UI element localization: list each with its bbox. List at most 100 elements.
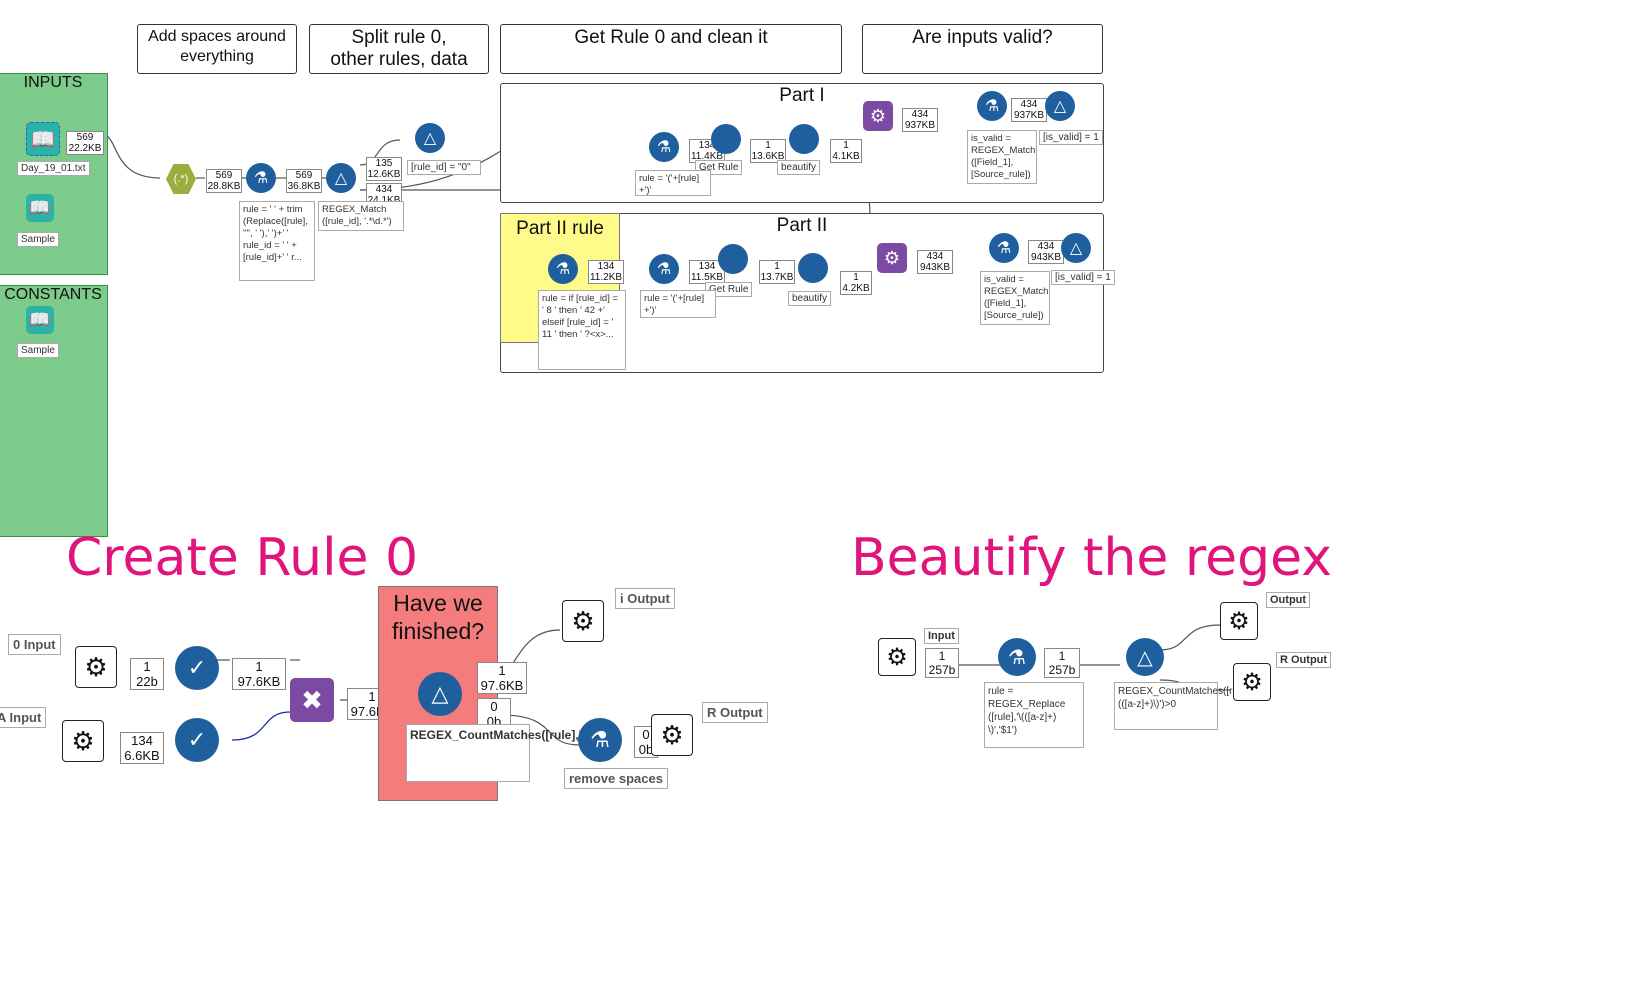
size: 4.1KB bbox=[832, 151, 860, 162]
part1-formula-tool[interactable]: ⚗ bbox=[649, 132, 679, 162]
part2-get-rule-macro[interactable] bbox=[718, 244, 748, 274]
part1-beautify-macro[interactable] bbox=[789, 124, 819, 154]
part2-valid-filter-tool[interactable]: △ bbox=[1061, 233, 1091, 263]
count: 1 bbox=[255, 659, 263, 674]
count-box-2: 569 36.8KB bbox=[286, 169, 322, 193]
inputs-container-title: INPUTS bbox=[23, 74, 83, 91]
part1-valid-filter-tool[interactable]: △ bbox=[1045, 91, 1075, 121]
size: 97.6KB bbox=[480, 678, 524, 693]
filter-annotation-split: REGEX_Match ([rule_id], '.*\d.*') bbox=[318, 201, 404, 231]
part2-rule-title: Part II rule bbox=[516, 218, 604, 239]
constants-container[interactable]: CONSTANTS bbox=[0, 285, 108, 537]
part1-title: Part I bbox=[779, 85, 825, 106]
remove-spaces-formula-tool[interactable]: ⚗ bbox=[578, 718, 622, 762]
flask-icon: ⚗ bbox=[984, 98, 1000, 115]
size: 13.7KB bbox=[760, 272, 794, 283]
book-icon: 📖 bbox=[29, 310, 51, 329]
part1-valid-formula-tool[interactable]: ⚗ bbox=[977, 91, 1007, 121]
filter-icon: △ bbox=[1069, 240, 1083, 257]
part2-rule-formula-tool[interactable]: ⚗ bbox=[548, 254, 578, 284]
beautify-r-output-label: R Output bbox=[1276, 652, 1332, 668]
macro-input-icon: ⚙ bbox=[886, 643, 908, 671]
count: 135 bbox=[375, 158, 393, 169]
part1-get-rule-macro[interactable] bbox=[711, 124, 741, 154]
filter-icon: △ bbox=[334, 170, 348, 187]
i-output-tool[interactable]: ⚙ bbox=[562, 600, 604, 642]
size: 943KB bbox=[1030, 252, 1062, 263]
check-icon: ✓ bbox=[187, 655, 207, 680]
rule0-select-tool-1[interactable]: ✓ bbox=[175, 646, 219, 690]
formula-tool-spaces[interactable]: ⚗ bbox=[246, 163, 276, 193]
filter-icon: △ bbox=[431, 681, 449, 706]
count: 1 bbox=[1058, 649, 1066, 663]
rule0-count-filter-annotation: REGEX_CountMatches([rule],'\d')>0 bbox=[406, 724, 613, 782]
count: 1 bbox=[765, 140, 771, 151]
flask-icon: ⚗ bbox=[253, 170, 269, 187]
size: 11.5KB bbox=[690, 272, 724, 283]
r-output-tool[interactable]: ⚙ bbox=[651, 714, 693, 756]
append-icon: ✖ bbox=[301, 684, 323, 715]
rule0-select-tool-2[interactable]: ✓ bbox=[175, 718, 219, 762]
beautify-output-tool[interactable]: ⚙ bbox=[1220, 602, 1258, 640]
remove-spaces-label: remove spaces bbox=[564, 768, 668, 789]
part1-rule-annotation: rule = '('+[rule] +')' bbox=[635, 170, 711, 196]
size: 6.6KB bbox=[124, 748, 160, 763]
gears-icon: ⚙ bbox=[869, 105, 887, 126]
beautify-input-tool[interactable]: ⚙ bbox=[878, 638, 916, 676]
regex-tool[interactable]: (.*) bbox=[166, 164, 196, 194]
macro-input-0-tool[interactable]: ⚙ bbox=[75, 646, 117, 688]
count: 1 bbox=[853, 272, 859, 283]
filter-annotation-rule0: [rule_id] = "0" bbox=[407, 160, 481, 175]
flask-icon: ⚗ bbox=[656, 139, 672, 156]
sample-label-1: Sample bbox=[17, 232, 59, 247]
flask-icon: ⚗ bbox=[996, 240, 1012, 257]
filter-tool-split[interactable]: △ bbox=[326, 163, 356, 193]
input-file-tool[interactable]: 📖 bbox=[26, 122, 60, 156]
part1-batch-macro[interactable]: ⚙ bbox=[863, 101, 893, 131]
rule0-count-filter-tool[interactable]: △ bbox=[418, 672, 462, 716]
macro-output-icon: ⚙ bbox=[1228, 607, 1250, 635]
macro-output-icon: ⚙ bbox=[660, 719, 684, 750]
macro-input-icon: ⚙ bbox=[71, 725, 95, 756]
input-file-record-count: 569 22.2KB bbox=[66, 131, 104, 155]
count: 0 bbox=[490, 699, 498, 714]
part2-beautify-macro[interactable] bbox=[798, 253, 828, 283]
beautify-count-filter-annotation: REGEX_CountMatches([rule],'\(([a-z]+)\)'… bbox=[1114, 682, 1256, 730]
regex-icon: (.*) bbox=[173, 173, 189, 185]
beautify-replace-tool[interactable]: ⚗ bbox=[998, 638, 1036, 676]
part2-batch-macro[interactable]: ⚙ bbox=[877, 243, 907, 273]
input-file-count: 569 bbox=[76, 132, 94, 143]
sample-tool-2[interactable]: 📖 bbox=[26, 306, 54, 334]
have-finished-title: Have we finished? bbox=[391, 590, 485, 644]
comment-add-spaces: Add spaces around everything bbox=[137, 24, 297, 74]
sample-tool-1[interactable]: 📖 bbox=[26, 194, 54, 222]
count: 134 bbox=[698, 261, 716, 272]
size: 4.2KB bbox=[842, 283, 870, 294]
count: 569 bbox=[215, 170, 233, 181]
beautify-count-filter-tool[interactable]: △ bbox=[1126, 638, 1164, 676]
count: 569 bbox=[295, 170, 313, 181]
part2-rule-if-annotation: rule = if [rule_id] = ' 8 ' then ' 42 +'… bbox=[538, 290, 626, 370]
part2-formula-tool[interactable]: ⚗ bbox=[649, 254, 679, 284]
filter-tool-rule0[interactable]: △ bbox=[415, 123, 445, 153]
macro-input-a-tool[interactable]: ⚙ bbox=[62, 720, 104, 762]
size: 28.8KB bbox=[207, 181, 241, 192]
size: 97.6KB bbox=[237, 674, 281, 689]
count: 434 bbox=[911, 109, 929, 120]
part2-valid-formula-tool[interactable]: ⚗ bbox=[989, 233, 1019, 263]
count: 134 bbox=[698, 140, 716, 151]
beautify-r-output-tool[interactable]: ⚙ bbox=[1233, 663, 1271, 701]
count-box-1: 569 28.8KB bbox=[206, 169, 242, 193]
count: 1 bbox=[498, 663, 506, 678]
count: 434 bbox=[926, 251, 944, 262]
rule0-append-tool[interactable]: ✖ bbox=[290, 678, 334, 722]
